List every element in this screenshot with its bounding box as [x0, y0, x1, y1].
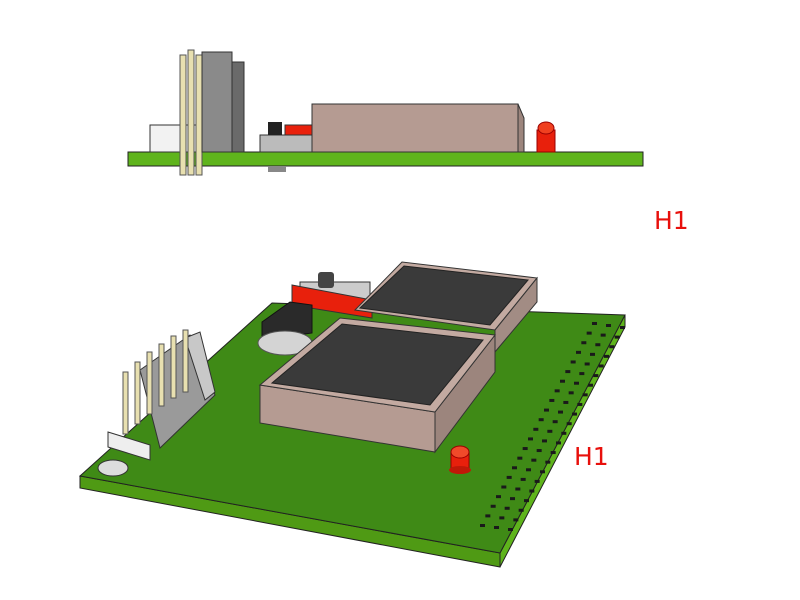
solder-pad	[544, 408, 549, 412]
solder-pad	[568, 391, 574, 395]
solder-pad	[540, 470, 545, 474]
solder-pad	[554, 389, 560, 393]
solder-pad	[480, 524, 485, 527]
push-button-cap	[318, 272, 334, 288]
solder-pad	[485, 514, 491, 518]
solder-pad	[556, 441, 561, 445]
solder-pad	[510, 497, 515, 501]
solder-pad	[550, 451, 556, 455]
mounting-hole	[97, 459, 129, 477]
side-socket	[311, 103, 519, 153]
solder-pad	[508, 528, 513, 531]
solder-pad	[545, 460, 551, 464]
side-view	[127, 49, 644, 176]
solder-pad	[499, 516, 505, 520]
socket-front	[258, 317, 496, 454]
solder-pad	[588, 383, 593, 387]
solder-pad	[560, 379, 565, 383]
chip-front	[270, 323, 484, 406]
solder-pad	[598, 364, 604, 368]
solder-pad	[496, 495, 501, 499]
solder-pad	[522, 447, 528, 451]
solder-pad	[494, 526, 499, 529]
solder-pad	[614, 335, 620, 339]
solder-pad	[547, 429, 553, 433]
solder-pad	[533, 427, 539, 431]
solder-pad	[518, 508, 524, 512]
designator-label-side: H1	[654, 206, 689, 235]
solder-pad	[517, 456, 523, 460]
solder-pad	[561, 431, 567, 435]
side-switch-knob	[268, 122, 282, 135]
solder-pad	[512, 466, 517, 470]
solder-pad	[531, 458, 537, 462]
solder-pad	[590, 352, 595, 356]
solder-pad	[501, 485, 507, 489]
solder-pad	[604, 354, 609, 358]
solder-pad	[582, 393, 588, 397]
side-housing-2	[231, 61, 245, 153]
solder-pad	[558, 410, 563, 414]
side-pcb	[127, 151, 644, 167]
solder-pad	[606, 324, 611, 327]
header-connector	[107, 329, 216, 461]
solder-pad	[549, 398, 555, 402]
solder-pad	[552, 420, 558, 424]
solder-pad	[515, 487, 521, 491]
solder-pad	[593, 374, 599, 378]
side-header-pins	[179, 49, 203, 176]
side-socket-edge	[517, 103, 525, 153]
solder-pad	[520, 477, 526, 481]
solder-pad	[563, 400, 569, 404]
side-switch	[259, 134, 313, 153]
solder-pad	[586, 331, 592, 335]
solder-pad	[577, 402, 583, 406]
solder-pad	[579, 372, 585, 376]
solder-pad	[592, 322, 597, 325]
solder-pad	[570, 360, 576, 364]
solder-pad	[536, 449, 542, 453]
solder-pad	[542, 439, 547, 443]
socket-back	[353, 261, 538, 354]
side-led	[536, 121, 556, 153]
solder-pad	[506, 475, 512, 479]
solder-pad	[600, 333, 606, 337]
solder-pad	[529, 489, 535, 493]
solder-pad	[576, 350, 581, 354]
solder-pad	[538, 418, 544, 422]
solder-pad	[566, 422, 572, 426]
solder-pad	[595, 343, 601, 347]
solder-pad	[504, 506, 510, 510]
solder-pad	[534, 479, 540, 483]
red-led	[449, 445, 471, 474]
side-switch-legs	[268, 166, 286, 172]
pad-array	[480, 322, 625, 531]
iso-view	[78, 261, 626, 568]
solder-pad	[572, 412, 577, 416]
solder-pad	[584, 362, 590, 366]
red-header	[291, 284, 373, 319]
solder-pad	[574, 381, 579, 385]
solder-pad	[609, 345, 615, 349]
solder-pad	[526, 468, 531, 472]
solder-pad	[490, 504, 496, 508]
side-red-header	[284, 124, 313, 136]
solder-pad	[565, 370, 571, 374]
side-housing	[201, 51, 233, 153]
solder-pad	[581, 341, 587, 345]
solder-pad	[620, 326, 625, 329]
designator-label-iso: H1	[574, 442, 609, 471]
solder-pad	[528, 437, 533, 441]
solder-pad	[513, 518, 519, 522]
solder-pad	[524, 499, 529, 503]
